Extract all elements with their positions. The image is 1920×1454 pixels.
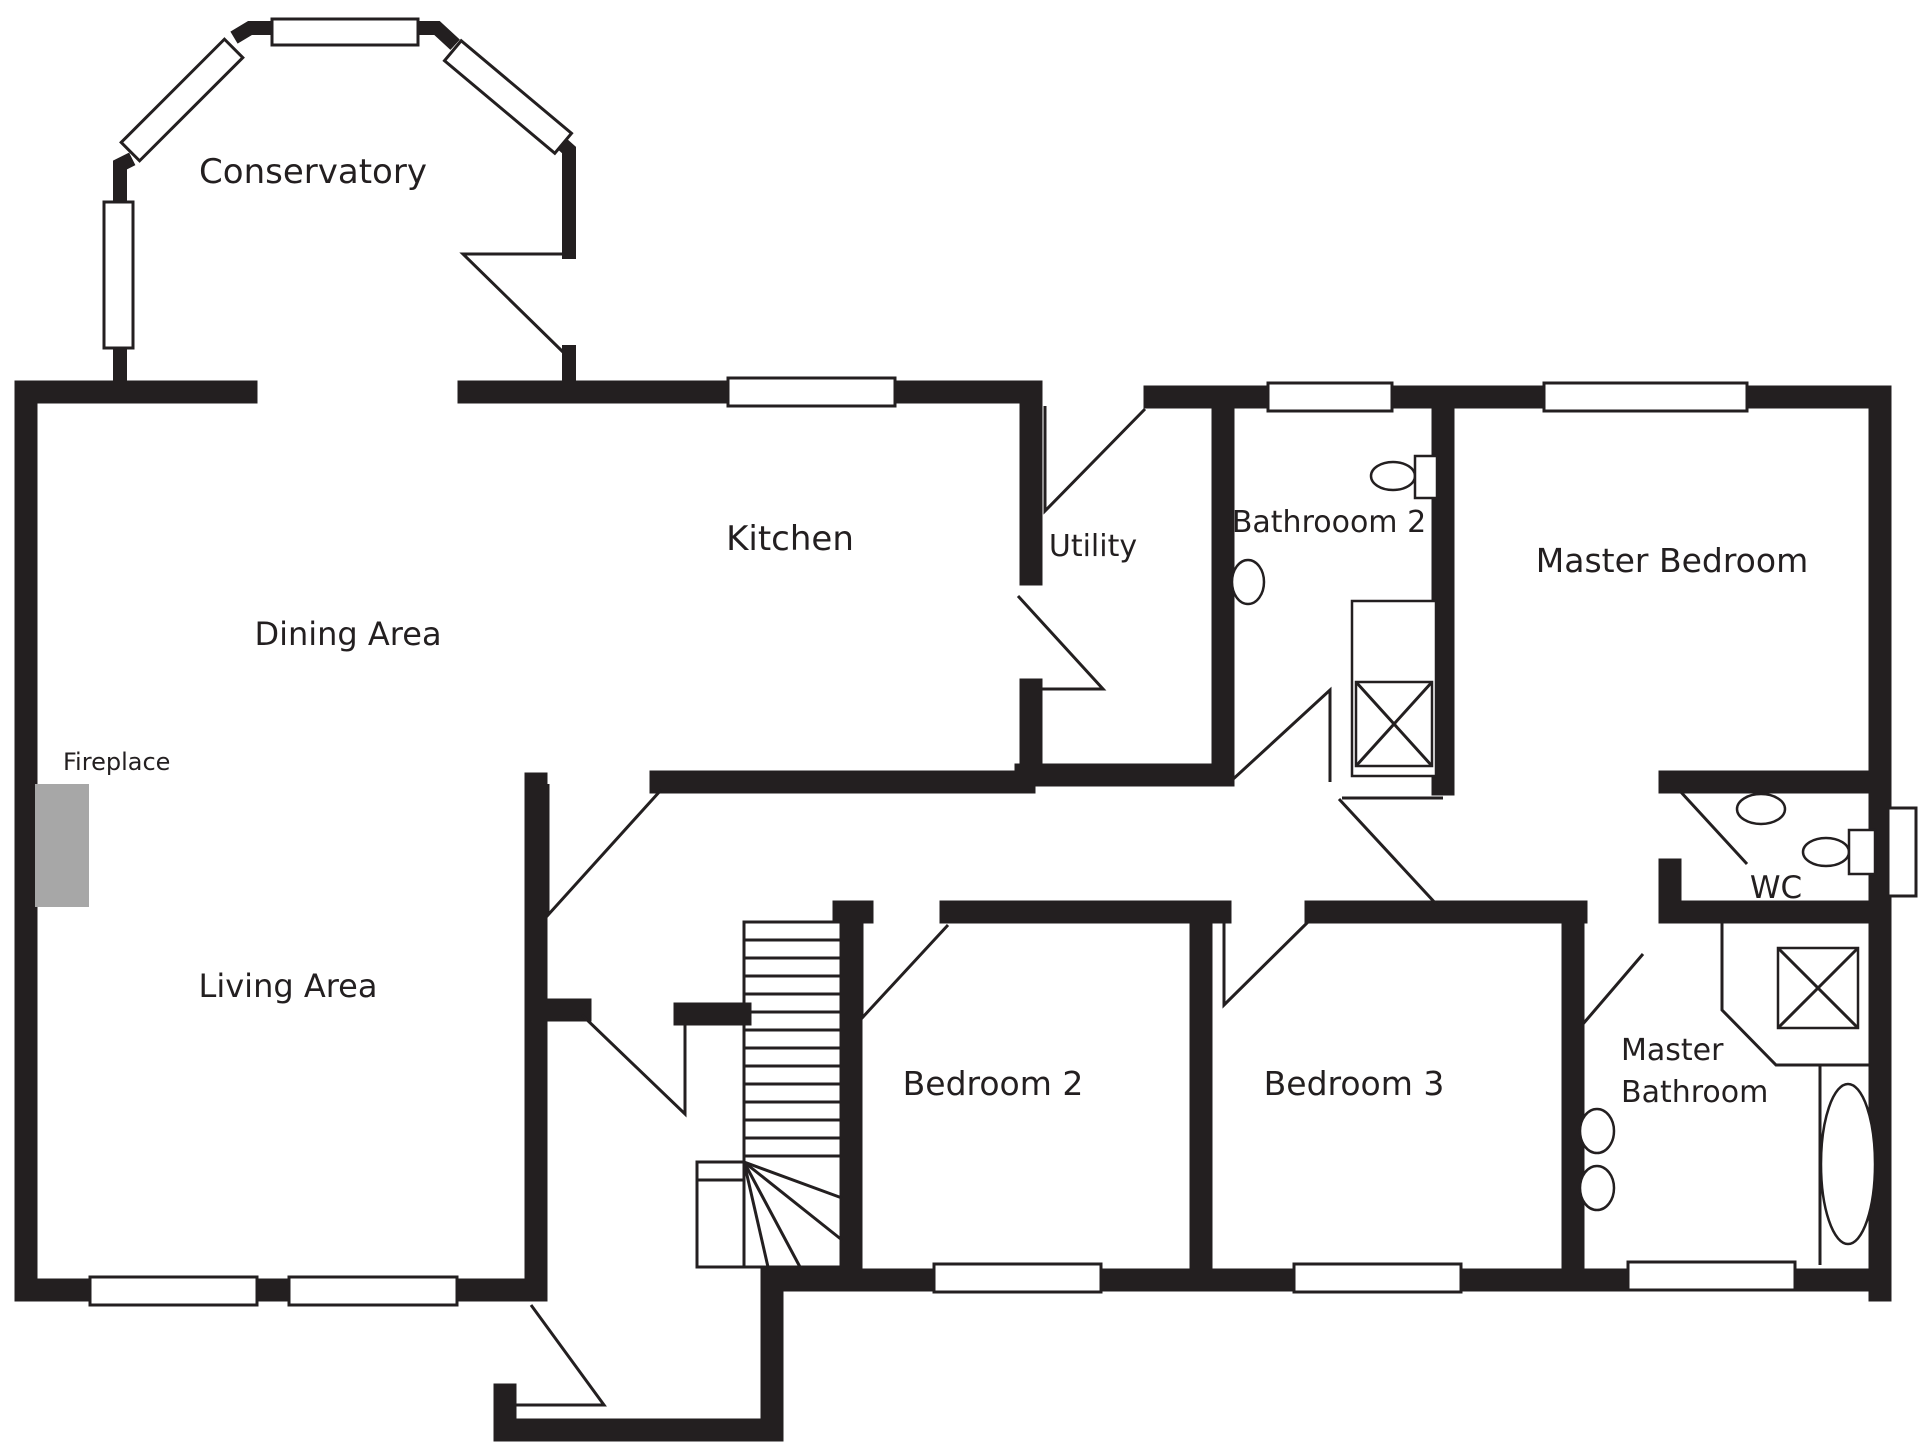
- label-bathroom-2: Bathrooom 2: [1232, 505, 1426, 540]
- window: [1626, 1260, 1797, 1292]
- fixtures: [35, 454, 1880, 1265]
- label-master-bedroom: Master Bedroom: [1536, 541, 1808, 580]
- window: [102, 200, 135, 350]
- sink-icon: [1230, 558, 1266, 606]
- window: [270, 17, 420, 47]
- window: [442, 38, 574, 156]
- fireplace: [35, 784, 89, 907]
- bathtub-icon: [1819, 1082, 1877, 1246]
- label-master-bathroom-line1: Master: [1621, 1033, 1724, 1068]
- label-bedroom-2: Bedroom 2: [903, 1064, 1084, 1103]
- sink-icon: [1578, 1107, 1616, 1155]
- window: [1886, 806, 1918, 898]
- label-wc: WC: [1750, 870, 1802, 906]
- label-living-area: Living Area: [199, 967, 378, 1005]
- toilet-icon: [1801, 836, 1851, 868]
- cistern-icon: [1413, 454, 1439, 500]
- window: [1542, 381, 1749, 413]
- windows: [88, 17, 1918, 1307]
- label-master-bathroom-line2: Bathroom: [1621, 1075, 1768, 1110]
- label-bedroom-3: Bedroom 3: [1264, 1064, 1445, 1103]
- label-dining-area: Dining Area: [254, 615, 441, 653]
- window: [1266, 381, 1394, 413]
- label-fireplace: Fireplace: [63, 748, 170, 776]
- window: [88, 1275, 259, 1307]
- cistern-icon: [1847, 828, 1877, 876]
- window: [119, 37, 245, 163]
- window: [932, 1262, 1103, 1294]
- sink-icon: [1578, 1164, 1616, 1212]
- doors: [505, 406, 1749, 1407]
- window: [726, 376, 897, 408]
- toilet-icon: [1369, 460, 1417, 492]
- room-labels: Conservatory Kitchen Dining Area Living …: [63, 152, 1808, 1110]
- label-kitchen: Kitchen: [726, 519, 854, 559]
- sink-icon: [1735, 792, 1787, 826]
- label-conservatory: Conservatory: [199, 152, 427, 192]
- window: [1292, 1262, 1463, 1294]
- staircase: [695, 920, 844, 1269]
- label-utility: Utility: [1049, 529, 1137, 564]
- window: [287, 1275, 459, 1307]
